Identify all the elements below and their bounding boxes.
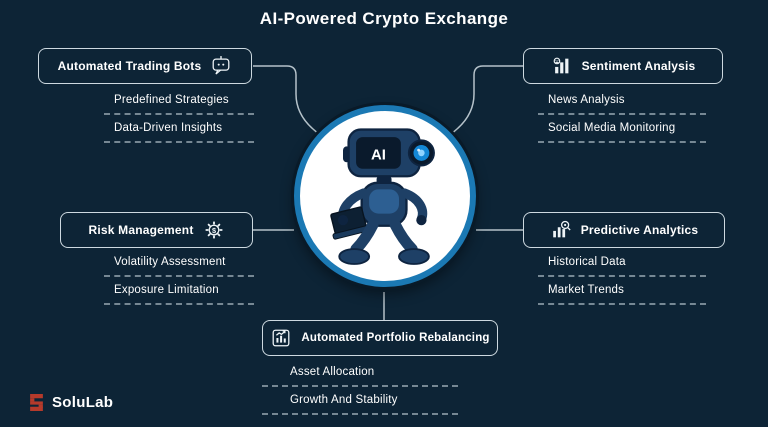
rebalancing-chart-icon — [272, 329, 290, 347]
sub-item: Exposure Limitation — [104, 280, 254, 305]
sub-item: Historical Data — [538, 252, 706, 277]
robot-right-hand — [416, 215, 427, 226]
robot-illustration: AI — [330, 128, 435, 265]
sublist-predictive: Historical Data Market Trends — [538, 252, 706, 308]
robot-lens-core — [418, 149, 425, 157]
center-node: AI — [294, 105, 476, 287]
node-label: Predictive Analytics — [580, 223, 699, 237]
sub-item: Data-Driven Insights — [104, 118, 254, 143]
sentiment-bars-icon — [553, 57, 568, 74]
sub-item: Asset Allocation — [262, 362, 458, 387]
robot-screen — [356, 137, 401, 169]
robot-right-leg — [389, 219, 418, 255]
node-automated-trading-bots: Automated Trading Bots — [38, 48, 252, 84]
node-sentiment-analysis: Sentiment Analysis — [523, 48, 723, 84]
robot-right-foot — [398, 248, 430, 265]
node-label: Automated Portfolio Rebalancing — [301, 332, 490, 344]
gear-dollar-icon: $ — [204, 221, 223, 239]
sub-item: Market Trends — [538, 280, 706, 305]
solulab-logo-mark-icon — [30, 394, 43, 411]
robot-ai-label: AI — [371, 146, 386, 163]
connector-sentiment — [448, 65, 523, 137]
connector-trading-bots — [253, 65, 322, 137]
robot-left-foot — [338, 248, 371, 265]
robot-laptop — [330, 206, 371, 240]
analytics-magnifier-icon — [552, 220, 571, 238]
sublist-trading-bots: Predefined Strategies Data-Driven Insigh… — [104, 90, 254, 146]
node-label: Automated Trading Bots — [57, 59, 202, 73]
sub-item: Volatility Assessment — [104, 252, 254, 277]
sublist-sentiment: News Analysis Social Media Monitoring — [538, 90, 706, 146]
node-portfolio-rebalancing: Automated Portfolio Rebalancing — [262, 320, 498, 356]
sublist-portfolio: Asset Allocation Growth And Stability — [262, 362, 458, 418]
node-label: Sentiment Analysis — [581, 59, 696, 73]
sub-item: News Analysis — [538, 90, 706, 115]
page-title: AI-Powered Crypto Exchange — [259, 9, 509, 28]
svg-text:$: $ — [211, 226, 215, 235]
sub-item: Social Media Monitoring — [538, 118, 706, 143]
node-predictive-analytics: Predictive Analytics — [523, 212, 725, 248]
chatbot-icon — [212, 56, 230, 75]
solulab-logo-text: SoluLab — [52, 394, 114, 411]
solulab-logo: SoluLab — [28, 394, 113, 411]
robot-left-hand — [337, 215, 349, 226]
sublist-risk: Volatility Assessment Exposure Limitatio… — [104, 252, 254, 308]
sub-item: Growth And Stability — [262, 390, 458, 415]
node-label: Risk Management — [88, 223, 194, 237]
robot-chest-panel — [369, 189, 399, 214]
node-risk-management: Risk Management $ — [60, 212, 253, 248]
robot-left-leg — [350, 219, 379, 255]
sub-item: Predefined Strategies — [104, 90, 254, 115]
